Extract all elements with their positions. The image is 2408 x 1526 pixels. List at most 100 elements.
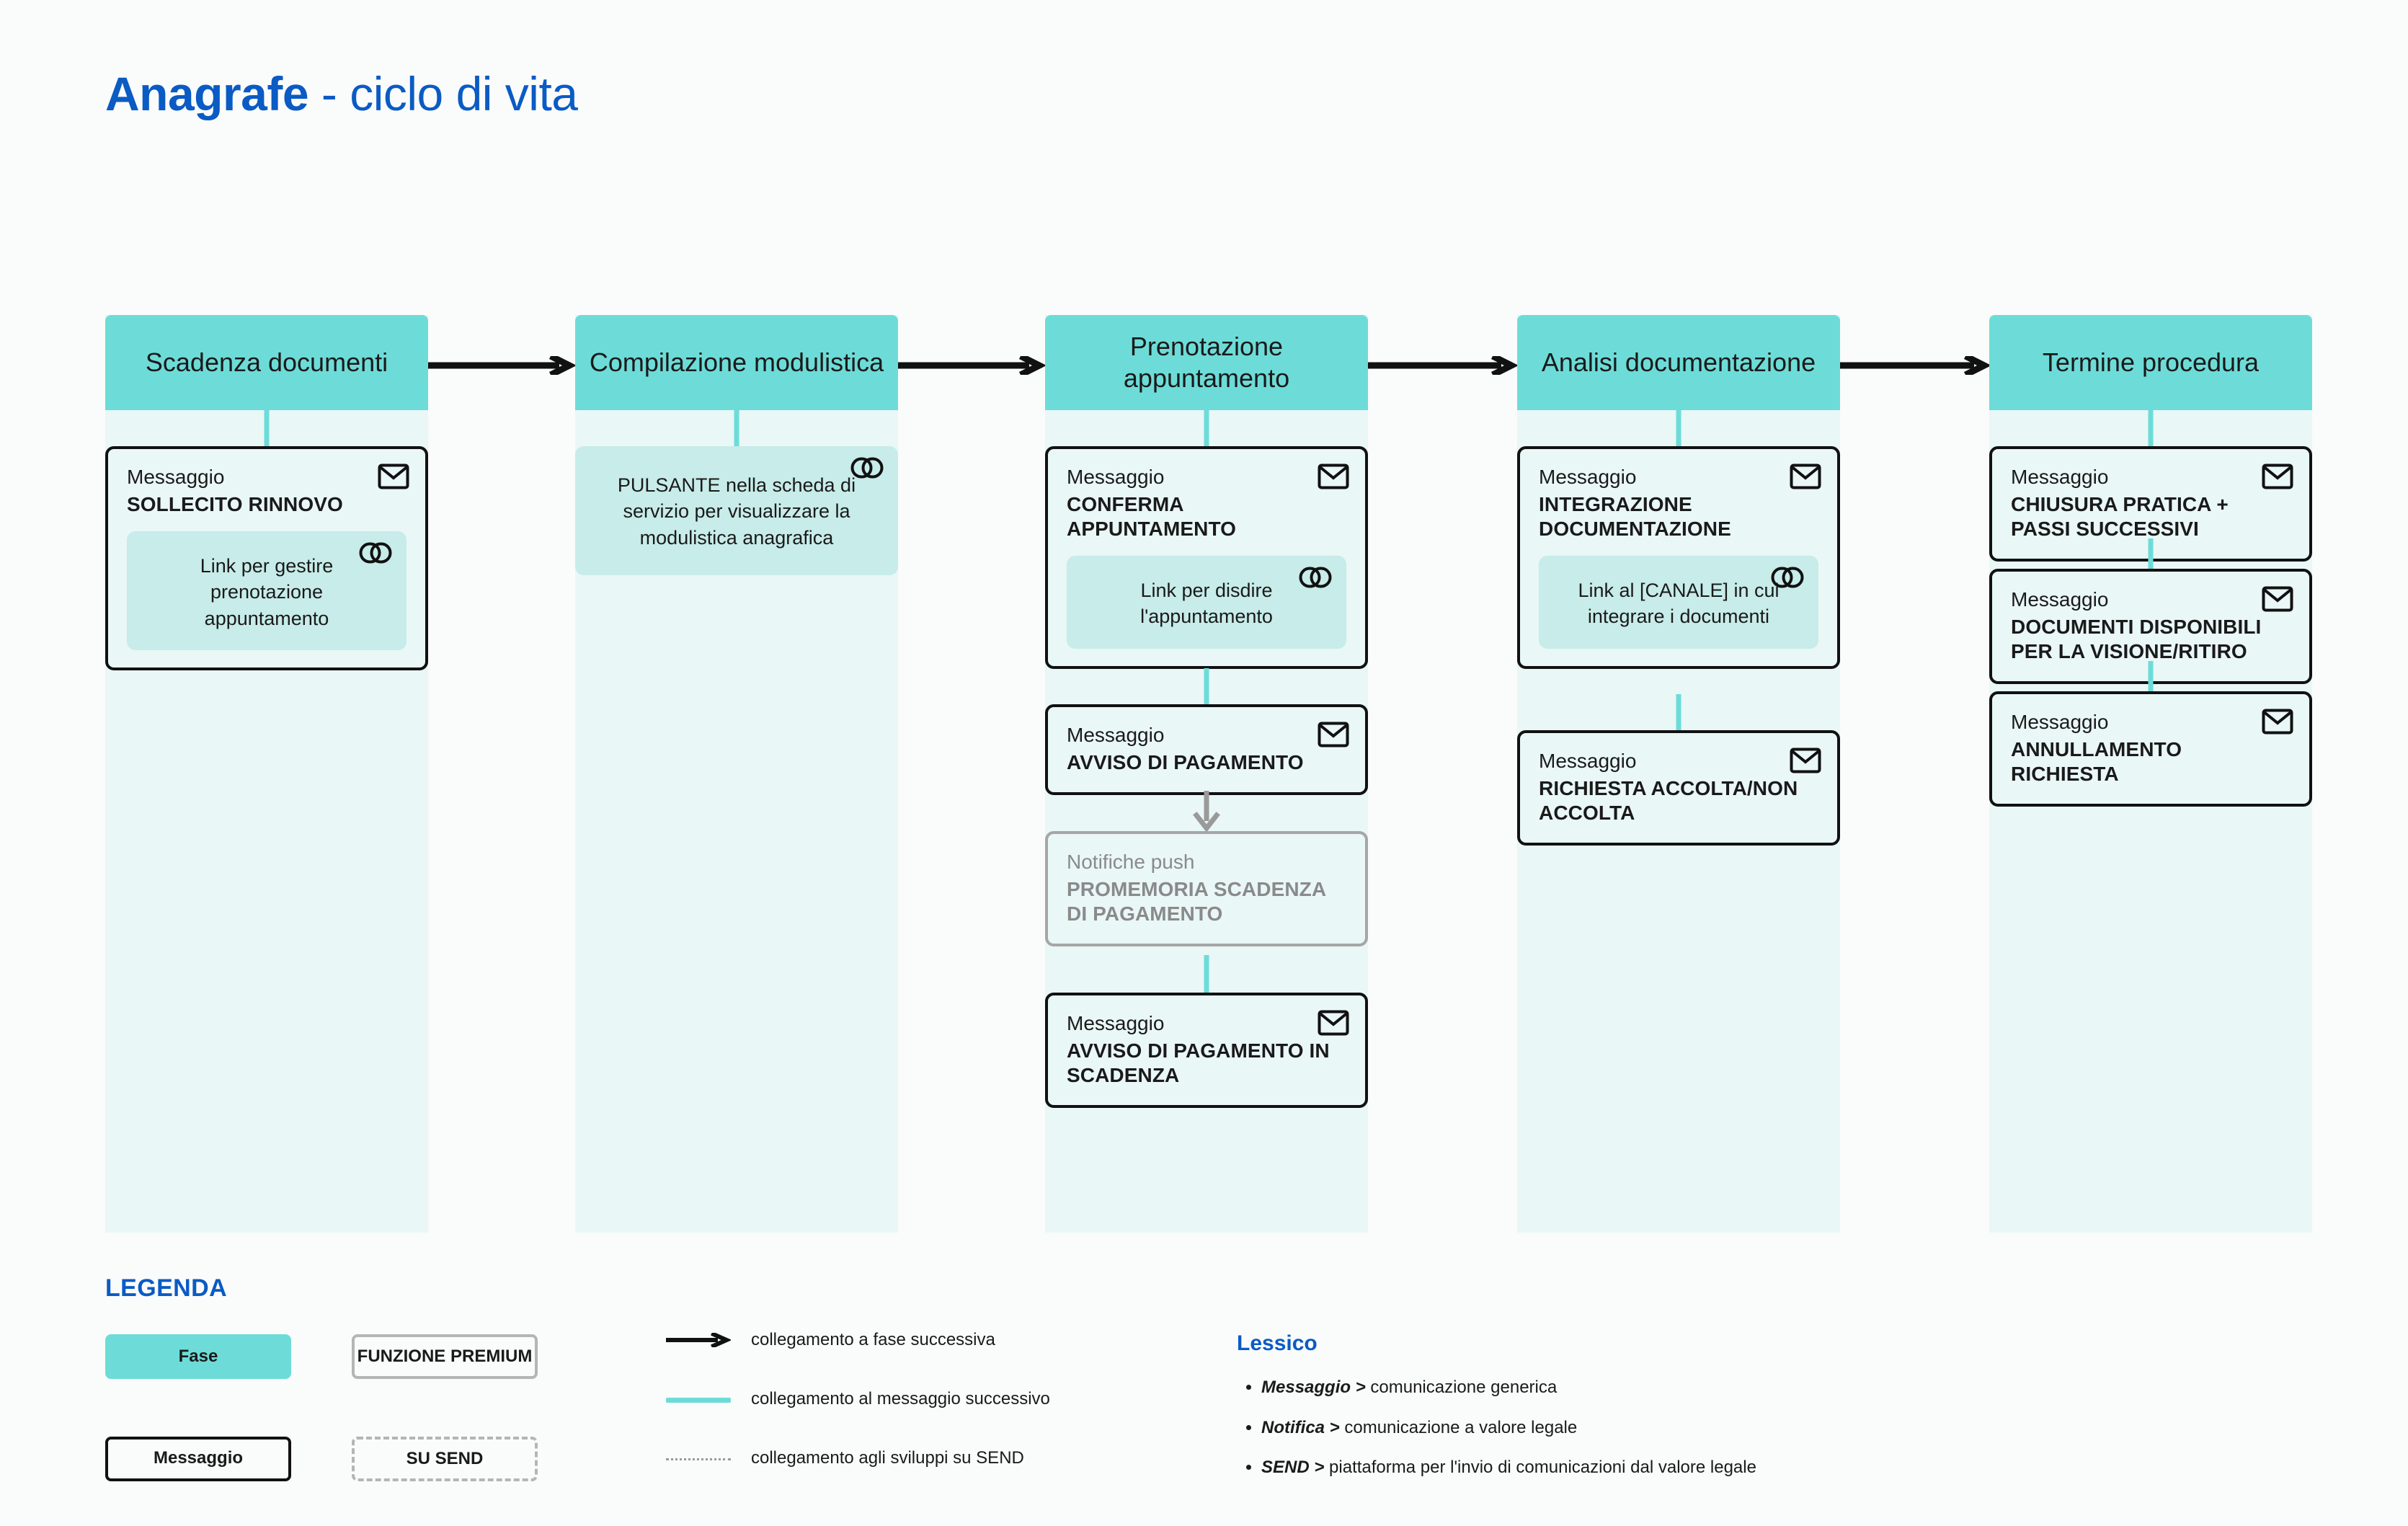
message-card[interactable]: Messaggio CONFERMA APPUNTAMENTO Link per… xyxy=(1045,446,1368,669)
legend-line-label: collegamento agli sviluppi su SEND xyxy=(751,1448,1024,1468)
legend-line-label: collegamento a fase successiva xyxy=(751,1330,995,1349)
message-title: CHIUSURA PRATICA + PASSI SUCCESSIVI xyxy=(2011,492,2229,540)
legend-line-label: collegamento al messaggio successivo xyxy=(751,1389,1050,1409)
legend-body: Fase Messaggio FUNZIONE PREMIUM SU SEND … xyxy=(105,1330,2303,1507)
link-chip[interactable]: PULSANTE nella scheda di servizio per vi… xyxy=(575,446,898,576)
connector-teal xyxy=(1676,410,1681,446)
legend-chip-messaggio: Messaggio xyxy=(105,1437,291,1481)
phase-header-3[interactable]: Prenotazione appuntamento xyxy=(1045,315,1368,410)
phase-header-1[interactable]: Scadenza documenti xyxy=(105,315,428,410)
message-kicker: Messaggio xyxy=(1539,466,1637,488)
lessico-title: Lessico xyxy=(1237,1331,1318,1355)
envelope-icon xyxy=(1318,1010,1349,1036)
push-notification-card[interactable]: Notifiche push PROMEMORIA SCADENZA DI PA… xyxy=(1045,831,1368,946)
legend-chip-send: SU SEND xyxy=(352,1437,538,1481)
connector-teal xyxy=(2148,538,2154,569)
message-card[interactable]: Messaggio AVVISO DI PAGAMENTO xyxy=(1045,704,1368,795)
envelope-icon xyxy=(1790,748,1821,773)
legend-line-send: collegamento agli sviluppi su SEND xyxy=(666,1448,1024,1468)
link-icon xyxy=(359,541,392,564)
message-title: INTEGRAZIONE DOCUMENTAZIONE xyxy=(1539,492,1731,540)
link-icon xyxy=(1299,566,1332,589)
phase-arrow-4 xyxy=(1840,356,1990,375)
lessico-definition: comunicazione generica xyxy=(1365,1378,1558,1397)
envelope-icon xyxy=(1318,722,1349,748)
connector-teal xyxy=(1204,955,1209,993)
page-title-rest: - ciclo di vita xyxy=(308,67,578,120)
lessico-item: SEND > piattaforma per l'invio di comuni… xyxy=(1261,1458,2282,1478)
message-card[interactable]: Messaggio INTEGRAZIONE DOCUMENTAZIONE Li… xyxy=(1517,446,1840,669)
link-chip-text: Link al [CANALE] in cui integrare i docu… xyxy=(1578,579,1780,628)
envelope-icon xyxy=(2262,463,2293,489)
message-kicker: Messaggio xyxy=(1067,466,1165,488)
phase-header-2[interactable]: Compilazione modulistica xyxy=(575,315,898,410)
message-title: AVVISO DI PAGAMENTO xyxy=(1067,750,1304,773)
lessico-term: SEND > xyxy=(1261,1458,1325,1478)
message-title: CONFERMA APPUNTAMENTO xyxy=(1067,492,1237,540)
phase-header-4[interactable]: Analisi documentazione xyxy=(1517,315,1840,410)
message-kicker: Messaggio xyxy=(1067,1012,1165,1034)
legend-chip-premium: FUNZIONE PREMIUM xyxy=(352,1334,538,1379)
message-card[interactable]: Messaggio RICHIESTA ACCOLTA/NON ACCOLTA xyxy=(1517,730,1840,846)
envelope-icon xyxy=(2262,709,2293,735)
link-chip[interactable]: Link per gestire prenotazione appuntamen… xyxy=(127,531,406,651)
legend-line-message: collegamento al messaggio successivo xyxy=(666,1389,1050,1409)
legend-chip-fase: Fase xyxy=(105,1334,291,1379)
connector-teal xyxy=(2148,410,2154,446)
link-chip[interactable]: Link al [CANALE] in cui integrare i docu… xyxy=(1539,555,1818,649)
link-chip-text: Link per gestire prenotazione appuntamen… xyxy=(200,554,334,629)
link-chip-text: Link per disdire l'appuntamento xyxy=(1140,579,1273,628)
lessico-item: Notifica > comunicazione a valore legale xyxy=(1261,1418,2282,1438)
lessico-term: Notifica > xyxy=(1261,1417,1340,1437)
link-chip[interactable]: Link per disdire l'appuntamento xyxy=(1067,555,1346,649)
legend: LEGENDA Fase Messaggio FUNZIONE PREMIUM … xyxy=(105,1274,2303,1507)
teal-line-icon xyxy=(666,1392,731,1406)
envelope-icon xyxy=(1318,463,1349,489)
message-kicker: Messaggio xyxy=(1067,724,1165,746)
phase-header-5[interactable]: Termine procedura xyxy=(1989,315,2312,410)
page-title: Anagrafe - ciclo di vita xyxy=(105,67,578,120)
lessico-list: Messaggio > comunicazione generica Notif… xyxy=(1237,1378,2282,1478)
push-title: PROMEMORIA SCADENZA DI PAGAMENTO xyxy=(1067,877,1326,925)
message-kicker: Messaggio xyxy=(127,466,225,488)
message-card[interactable]: Messaggio ANNULLAMENTO RICHIESTA xyxy=(1989,691,2312,807)
phase-column-3: Prenotazione appuntamento Messaggio CONF… xyxy=(1045,315,1368,1233)
connector-teal xyxy=(1204,410,1209,446)
envelope-icon xyxy=(378,463,409,489)
phase-arrow-1 xyxy=(425,356,575,375)
legend-line-phase: collegamento a fase successiva xyxy=(666,1330,995,1350)
arrow-down-icon xyxy=(1193,791,1220,833)
connector-teal xyxy=(2148,661,2154,691)
message-kicker: Messaggio xyxy=(2011,711,2109,733)
lessico-term: Messaggio > xyxy=(1261,1378,1366,1397)
connector-teal xyxy=(1204,668,1209,704)
link-chip-text: PULSANTE nella scheda di servizio per vi… xyxy=(617,474,856,549)
lessico-section: Lessico Messaggio > comunicazione generi… xyxy=(1237,1331,2282,1498)
message-kicker: Messaggio xyxy=(2011,466,2109,488)
message-card[interactable]: Messaggio AVVISO DI PAGAMENTO IN SCADENZ… xyxy=(1045,993,1368,1108)
message-kicker: Messaggio xyxy=(2011,588,2109,611)
push-kicker: Notifiche push xyxy=(1067,851,1195,873)
message-title: SOLLECITO RINNOVO xyxy=(127,492,343,515)
message-card[interactable]: Messaggio SOLLECITO RINNOVO Link per ges… xyxy=(105,446,428,671)
connector-teal xyxy=(264,410,270,446)
message-kicker: Messaggio xyxy=(1539,750,1637,772)
message-title: RICHIESTA ACCOLTA/NON ACCOLTA xyxy=(1539,776,1798,824)
message-title: DOCUMENTI DISPONIBILI PER LA VISIONE/RIT… xyxy=(2011,615,2262,662)
phase-column-5: Termine procedura Messaggio CHIUSURA PRA… xyxy=(1989,315,2312,1233)
link-icon xyxy=(850,456,884,479)
envelope-icon xyxy=(1790,463,1821,489)
link-icon xyxy=(1771,566,1804,589)
phase-arrow-2 xyxy=(895,356,1045,375)
message-title: AVVISO DI PAGAMENTO IN SCADENZA xyxy=(1067,1039,1330,1086)
lessico-definition: piattaforma per l'invio di comunicazioni… xyxy=(1324,1458,1756,1478)
connector-teal xyxy=(1676,694,1681,730)
envelope-icon xyxy=(2262,586,2293,612)
lessico-item: Messaggio > comunicazione generica xyxy=(1261,1378,2282,1398)
lifecycle-flow: Scadenza documenti Messaggio SOLLECITO R… xyxy=(105,315,2312,1233)
message-title: ANNULLAMENTO RICHIESTA xyxy=(2011,737,2182,785)
legend-title: LEGENDA xyxy=(105,1274,228,1302)
phase-arrow-3 xyxy=(1367,356,1517,375)
dotted-line-icon xyxy=(666,1451,731,1465)
connector-teal xyxy=(734,410,739,446)
